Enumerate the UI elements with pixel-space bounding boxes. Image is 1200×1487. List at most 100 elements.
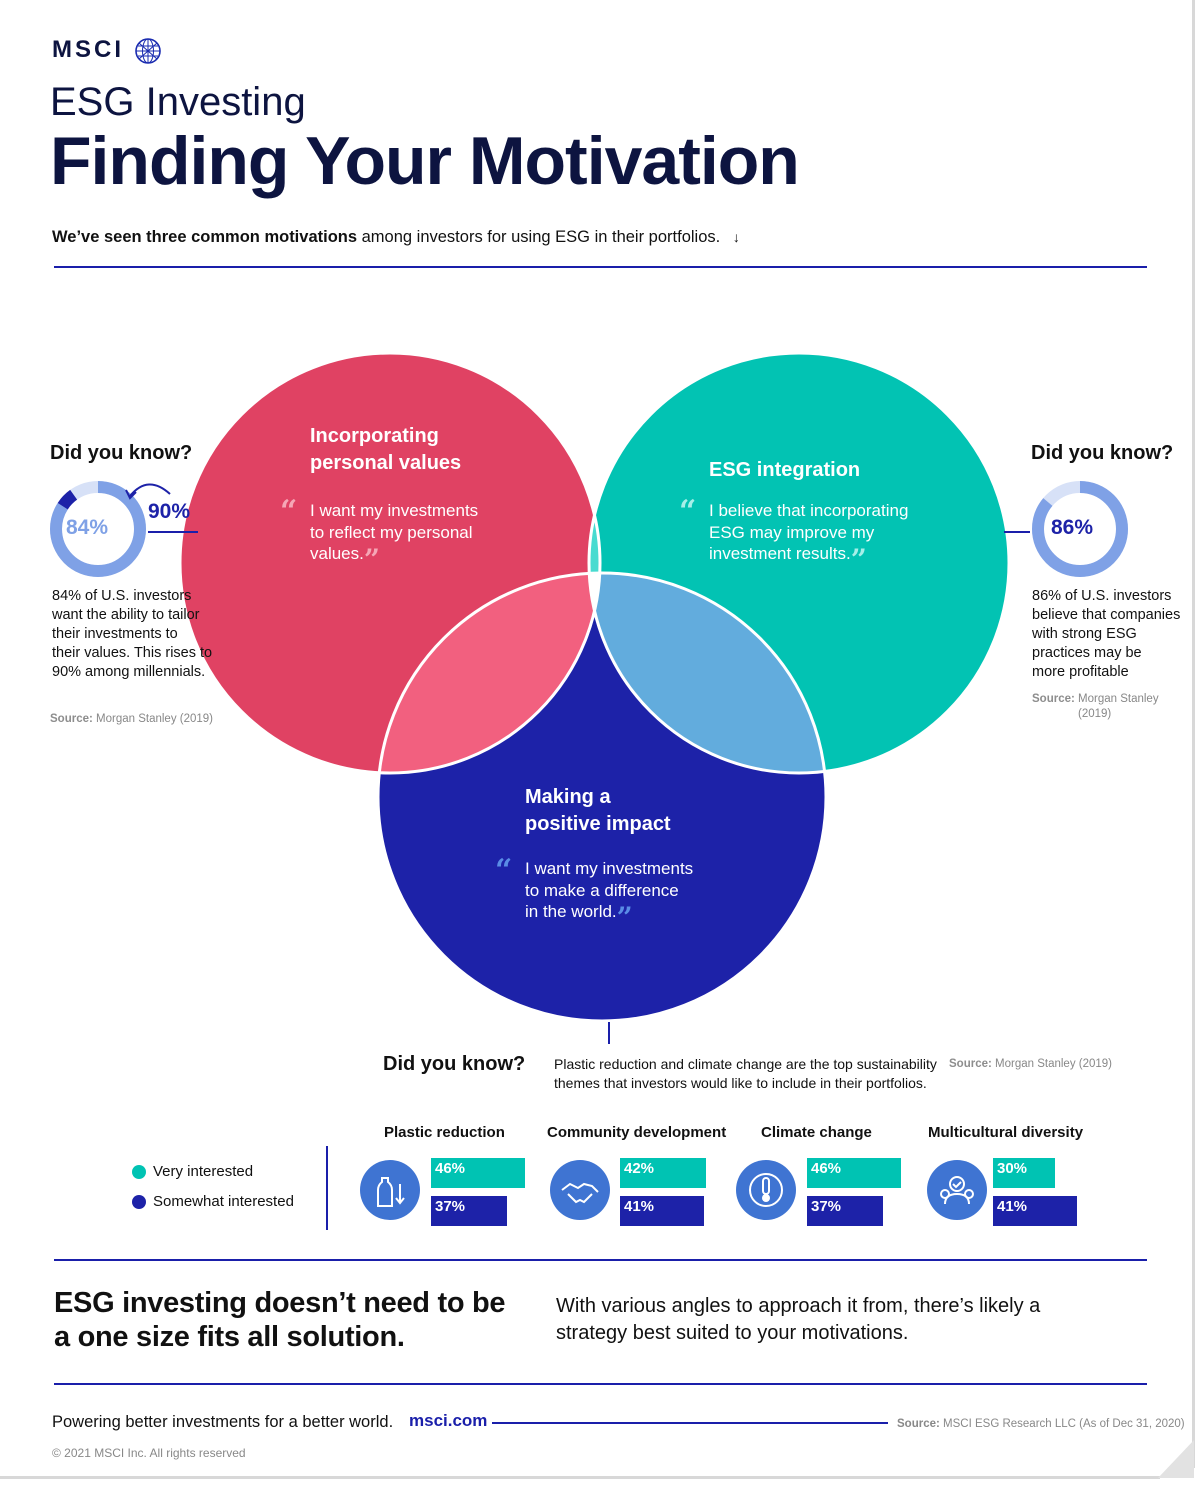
footer-tagline: Powering better investments for a better… — [52, 1413, 394, 1431]
right-fact-line: 86% of U.S. investors — [1032, 588, 1172, 604]
bar-value-label: 37% — [811, 1198, 842, 1215]
impact-quote: I want my investments to make a differen… — [525, 858, 693, 932]
impact-quote-line2: to make a difference — [525, 880, 679, 900]
close-quote-icon: ” — [616, 901, 633, 934]
handshake-icon — [550, 1160, 610, 1220]
down-arrow-icon: ↓ — [732, 229, 740, 245]
impact-quote-line3: in the world. — [525, 902, 617, 921]
source-value: Morgan Stanley (2019) — [995, 1058, 1113, 1070]
header-subtitle: ESG Investing — [50, 80, 306, 124]
integration-quote-line3: investment results. — [709, 544, 851, 563]
values-quote-line1: I want my investments — [310, 501, 479, 520]
intro-bold: We’ve seen three common motivations — [52, 228, 358, 246]
venn-overlap-values-impact — [378, 573, 600, 773]
left-fact-line: 90% among millennials. — [52, 664, 206, 680]
left-highlight-value: 90% — [148, 500, 191, 523]
closing-subtext-line: strategy best suited to your motivations… — [556, 1322, 909, 1344]
bar-very-interested: 46% — [431, 1158, 526, 1188]
legend-somewhat-label: Somewhat interested — [153, 1193, 294, 1210]
source-value: (2019) — [1078, 708, 1112, 720]
legend-divider — [326, 1146, 328, 1230]
integration-quote-line1: I believe that incorporating — [709, 501, 909, 520]
bar-somewhat-interested: 41% — [993, 1196, 1078, 1226]
open-quote-icon: “ — [679, 494, 697, 529]
left-donut-chart — [50, 481, 146, 577]
right-fact-source: Source: Morgan Stanley (2019) — [1032, 692, 1159, 722]
left-fact-line: their values. This rises to — [52, 645, 213, 661]
source-label: Source: — [1032, 693, 1075, 705]
legend-very-label: Very interested — [153, 1163, 254, 1180]
closing-subtext: With various angles to approach it from,… — [556, 1293, 1040, 1347]
themes-text-line: Plastic reduction and climate change are… — [554, 1056, 937, 1072]
left-fact-text: 84% of U.S. investors want the ability t… — [52, 587, 212, 682]
closing-statement: ESG investing doesn’t need to be a one s… — [54, 1286, 506, 1354]
footer-website-link[interactable]: msci.com — [409, 1411, 488, 1430]
theme-heading: Plastic reduction — [384, 1124, 505, 1141]
left-fact-line: their investments to — [52, 626, 178, 642]
right-donut-value: 86% — [1051, 516, 1094, 539]
closing-line: ESG investing doesn’t need to be — [54, 1287, 506, 1319]
right-fact-line: believe that companies — [1032, 607, 1181, 623]
plastic-bottle-icon — [360, 1160, 420, 1220]
values-quote-line3: values. — [310, 544, 364, 563]
themes-heading: Did you know? — [383, 1053, 526, 1075]
open-quote-icon: “ — [495, 853, 513, 888]
bar-value-label: 46% — [435, 1160, 466, 1177]
footer-line — [492, 1422, 888, 1424]
copyright: © 2021 MSCI Inc. All rights reserved — [52, 1446, 246, 1460]
bar-somewhat-interested: 37% — [431, 1196, 507, 1226]
legend-very-swatch — [132, 1165, 146, 1179]
open-quote-icon: “ — [280, 494, 298, 529]
bar-value-label: 46% — [811, 1160, 842, 1177]
bottom-divider — [54, 1383, 1147, 1385]
intro-text: We’ve seen three common motivations amon… — [52, 228, 740, 247]
integration-quote-line2: ESG may improve my — [709, 522, 875, 542]
bar-value-label: 41% — [624, 1198, 655, 1215]
impact-heading-line2: positive impact — [525, 813, 671, 835]
mid-divider — [54, 1259, 1147, 1261]
legend-somewhat-swatch — [132, 1195, 146, 1209]
bar-value-label: 41% — [997, 1198, 1028, 1215]
bar-very-interested: 30% — [993, 1158, 1055, 1188]
theme-heading: Multicultural diversity — [928, 1124, 1084, 1141]
page-border-bottom — [0, 1476, 1160, 1479]
theme-heading: Climate change — [761, 1124, 872, 1141]
values-quote: I want my investments to reflect my pers… — [310, 500, 479, 574]
bar-value-label: 37% — [435, 1198, 466, 1215]
page-border-right — [1192, 0, 1195, 1468]
themes-source: Source: Morgan Stanley (2019) — [949, 1057, 1112, 1072]
themes-text: Plastic reduction and climate change are… — [554, 1055, 937, 1093]
bar-value-label: 42% — [624, 1160, 655, 1177]
closing-line: a one size fits all solution. — [54, 1321, 405, 1353]
left-fact-source: Source: Morgan Stanley (2019) — [50, 712, 213, 727]
close-quote-icon: ” — [363, 543, 380, 576]
top-divider — [54, 266, 1147, 268]
impact-heading: Making a positive impact — [525, 784, 671, 838]
integration-quote: I believe that incorporating ESG may imp… — [709, 500, 909, 574]
left-fact-heading: Did you know? — [50, 442, 193, 464]
values-heading-line1: Incorporating — [310, 425, 439, 447]
curved-arrow-icon — [125, 483, 171, 500]
left-fact-line: want the ability to tailor — [52, 607, 200, 623]
source-value: Morgan Stanley (2019) — [96, 713, 214, 725]
venn-overlap-integration-impact — [589, 573, 826, 773]
globe-logo-icon — [135, 38, 161, 64]
impact-heading-line1: Making a — [525, 786, 611, 808]
bar-very-interested: 46% — [807, 1158, 902, 1188]
right-fact-line: more profitable — [1032, 664, 1129, 680]
page-title: Finding Your Motivation — [50, 123, 800, 199]
right-fact-text: 86% of U.S. investors believe that compa… — [1032, 587, 1180, 682]
source-label: Source: — [949, 1058, 992, 1070]
source-value: Morgan Stanley — [1078, 693, 1159, 705]
source-label: Source: — [50, 713, 93, 725]
thermometer-globe-icon — [736, 1160, 796, 1220]
bar-very-interested: 42% — [620, 1158, 707, 1188]
left-fact-line: 84% of U.S. investors — [52, 588, 192, 604]
intro-rest: among investors for using ESG in their p… — [357, 228, 721, 246]
right-donut-chart — [1032, 481, 1128, 577]
right-fact-line: with strong ESG — [1032, 626, 1137, 642]
source-label: Source: — [897, 1418, 940, 1430]
bar-value-label: 30% — [997, 1160, 1028, 1177]
right-fact-line: practices may be — [1032, 645, 1142, 661]
